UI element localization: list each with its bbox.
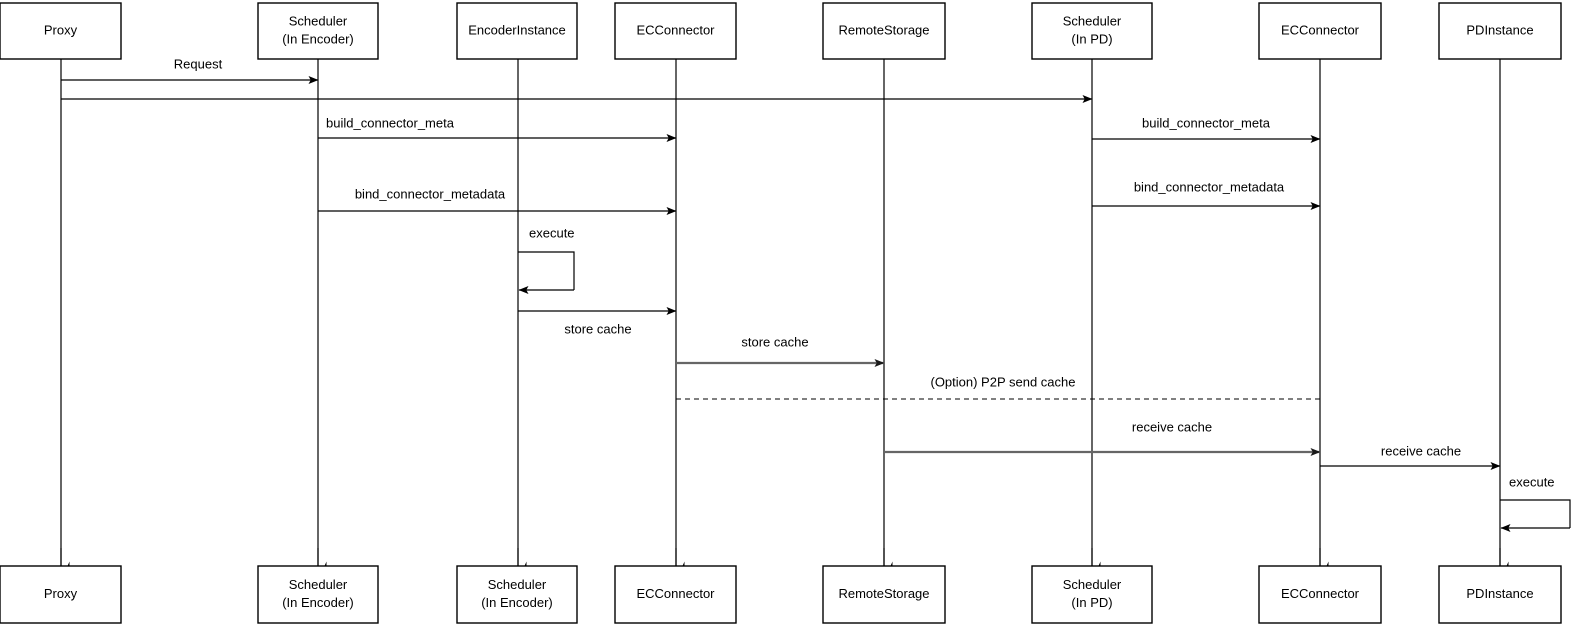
message-label-m4: build_connector_meta bbox=[1142, 115, 1271, 130]
participant-header-ec_conn_enc[interactable]: ECConnector bbox=[614, 2, 737, 60]
lifelines-layer bbox=[60, 59, 1509, 571]
participant-header-sched_pd[interactable]: Scheduler (In PD) bbox=[1031, 2, 1153, 60]
participant-footer-boxes: Proxy Scheduler (In Encoder) Scheduler (In E… bbox=[0, 565, 1562, 624]
participant-footer-proxy[interactable]: Proxy bbox=[0, 565, 122, 624]
participant-header-remote_store[interactable]: RemoteStorage bbox=[822, 2, 946, 60]
participant-footer-pd_inst[interactable]: PDInstance bbox=[1438, 565, 1562, 624]
message-label-m7: store cache bbox=[564, 321, 631, 336]
participant-header-label-ec_conn_enc: ECConnector bbox=[636, 22, 715, 37]
participant-header-rect-proxy bbox=[0, 2, 122, 60]
participant-footer-rect-sched_pd bbox=[1031, 565, 1153, 624]
self-messages-layer: execute execute bbox=[518, 225, 1571, 532]
self-message-label-s2: execute bbox=[1509, 474, 1555, 489]
participant-footer-rect-ec_conn_pd bbox=[1258, 565, 1382, 624]
participant-footer-label-line1-sched_pd: Scheduler bbox=[1063, 577, 1122, 592]
message-m6[interactable]: bind_connector_metadata bbox=[1092, 179, 1321, 210]
participant-header-rect-ec_conn_enc bbox=[614, 2, 737, 60]
participant-footer-sched_pd[interactable]: Scheduler (In PD) bbox=[1031, 565, 1153, 624]
participant-header-label-line2-sched_enc: (In Encoder) bbox=[282, 31, 354, 46]
message-label-m3: build_connector_meta bbox=[326, 115, 455, 130]
self-message-s1[interactable]: execute bbox=[518, 225, 575, 294]
participant-header-label-ec_conn_pd: ECConnector bbox=[1281, 22, 1360, 37]
message-label-m10: receive cache bbox=[1132, 419, 1212, 434]
participant-footer-label-line2-sched_enc: (In Encoder) bbox=[282, 595, 354, 610]
participant-footer-rect-ec_conn_enc bbox=[614, 565, 737, 624]
message-label-m9: (Option) P2P send cache bbox=[930, 374, 1075, 389]
message-label-m8: store cache bbox=[741, 334, 808, 349]
participant-header-boxes: Proxy Scheduler (In Encoder) EncoderInstanc… bbox=[0, 2, 1562, 60]
message-m8[interactable]: store cache bbox=[676, 334, 885, 367]
self-message-path-s2 bbox=[1500, 499, 1571, 528]
participant-footer-label-ec_conn_pd: ECConnector bbox=[1281, 586, 1360, 601]
message-m5[interactable]: bind_connector_metadata bbox=[318, 186, 677, 215]
participant-header-rect-sched_enc bbox=[257, 2, 379, 60]
message-m1[interactable]: Request bbox=[61, 56, 319, 84]
message-m10[interactable]: receive cache bbox=[884, 419, 1321, 456]
participant-footer-encoder_inst[interactable]: Scheduler (In Encoder) bbox=[456, 565, 578, 624]
participant-header-rect-remote_store bbox=[822, 2, 946, 60]
participant-header-rect-pd_inst bbox=[1438, 2, 1562, 60]
participant-header-label-line2-sched_pd: (In PD) bbox=[1071, 31, 1112, 46]
participant-header-sched_enc[interactable]: Scheduler (In Encoder) bbox=[257, 2, 379, 60]
participant-header-rect-encoder_inst bbox=[456, 2, 578, 60]
participant-footer-ec_conn_pd[interactable]: ECConnector bbox=[1258, 565, 1382, 624]
message-m7[interactable]: store cache bbox=[518, 307, 677, 336]
message-m3[interactable]: build_connector_meta bbox=[318, 115, 677, 142]
message-label-m5: bind_connector_metadata bbox=[355, 186, 506, 201]
participant-footer-label-line1-sched_enc: Scheduler bbox=[289, 577, 348, 592]
participant-footer-rect-sched_enc bbox=[257, 565, 379, 624]
participant-header-rect-ec_conn_pd bbox=[1258, 2, 1382, 60]
participant-footer-label-line1-encoder_inst: Scheduler bbox=[488, 577, 547, 592]
participant-header-pd_inst[interactable]: PDInstance bbox=[1438, 2, 1562, 60]
self-message-s2[interactable]: execute bbox=[1500, 474, 1571, 532]
participant-footer-label-ec_conn_enc: ECConnector bbox=[636, 586, 715, 601]
participant-footer-label-remote_store: RemoteStorage bbox=[838, 586, 929, 601]
message-m4[interactable]: build_connector_meta bbox=[1092, 115, 1321, 143]
participant-header-label-remote_store: RemoteStorage bbox=[838, 22, 929, 37]
participant-header-label-line1-sched_pd: Scheduler bbox=[1063, 13, 1122, 28]
participant-header-proxy[interactable]: Proxy bbox=[0, 2, 122, 60]
participant-header-label-encoder_inst: EncoderInstance bbox=[468, 22, 566, 37]
participant-footer-label-proxy: Proxy bbox=[44, 586, 78, 601]
participant-footer-ec_conn_enc[interactable]: ECConnector bbox=[614, 565, 737, 624]
message-label-m1: Request bbox=[174, 56, 223, 71]
message-m9[interactable]: (Option) P2P send cache bbox=[676, 374, 1320, 400]
participant-header-label-pd_inst: PDInstance bbox=[1466, 22, 1533, 37]
participant-header-ec_conn_pd[interactable]: ECConnector bbox=[1258, 2, 1382, 60]
participant-header-label-proxy: Proxy bbox=[44, 22, 78, 37]
message-label-m11: receive cache bbox=[1381, 443, 1461, 458]
self-message-label-s1: execute bbox=[529, 225, 575, 240]
participant-footer-rect-remote_store bbox=[822, 565, 946, 624]
self-message-path-s1 bbox=[518, 251, 575, 290]
participant-footer-remote_store[interactable]: RemoteStorage bbox=[822, 565, 946, 624]
participant-footer-label-line2-encoder_inst: (In Encoder) bbox=[481, 595, 553, 610]
participant-footer-rect-proxy bbox=[0, 565, 122, 624]
participant-header-label-line1-sched_enc: Scheduler bbox=[289, 13, 348, 28]
message-m11[interactable]: receive cache bbox=[1320, 443, 1501, 470]
participant-footer-sched_enc[interactable]: Scheduler (In Encoder) bbox=[257, 565, 379, 624]
participant-footer-rect-pd_inst bbox=[1438, 565, 1562, 624]
participant-footer-label-pd_inst: PDInstance bbox=[1466, 586, 1533, 601]
participant-header-rect-sched_pd bbox=[1031, 2, 1153, 60]
participant-header-encoder_inst[interactable]: EncoderInstance bbox=[456, 2, 578, 60]
participant-footer-label-line2-sched_pd: (In PD) bbox=[1071, 595, 1112, 610]
participant-footer-rect-encoder_inst bbox=[456, 565, 578, 624]
message-label-m6: bind_connector_metadata bbox=[1134, 179, 1285, 194]
messages-layer: Request build_connector_meta build_connect… bbox=[61, 56, 1501, 470]
